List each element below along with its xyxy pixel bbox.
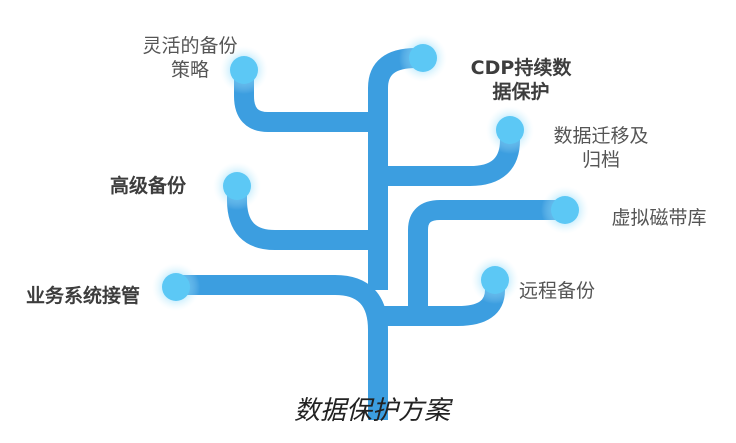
label-line: 业务系统接管 [25,285,140,307]
node-flexible-backup [230,56,258,84]
node-remote-backup [481,266,509,294]
label-business-takeover: 业务系统接管 [8,284,158,308]
diagram-title: 数据保护方案 [293,396,450,426]
label-virtual-tape: 虚拟磁带库 [594,206,724,230]
label-advanced-backup: 高级备份 [90,174,206,198]
label-line: 据保护 [492,81,550,103]
branch-virtual-tape [408,200,565,315]
node-data-migration [496,116,524,144]
label-line: 虚拟磁带库 [611,207,707,229]
label-line: 数据迁移及 [553,125,649,147]
label-line: 高级备份 [109,175,186,197]
node-cdp [409,44,437,72]
node-business-takeover [162,273,190,301]
label-line: CDP持续数 [470,57,572,79]
node-virtual-tape [551,196,579,224]
label-flexible-backup: 灵活的备份 策略 [125,34,255,82]
label-line: 远程备份 [518,280,595,302]
label-line: 灵活的备份 [142,35,238,57]
label-cdp: CDP持续数 据保护 [456,56,586,104]
label-remote-backup: 远程备份 [502,279,612,303]
label-line: 归档 [581,149,620,171]
label-line: 策略 [170,59,209,81]
trunk-branch [334,275,388,420]
nodes [152,34,589,311]
node-advanced-backup [223,172,251,200]
label-data-migration: 数据迁移及 归档 [536,124,666,172]
branch-flexible-backup [234,70,378,132]
